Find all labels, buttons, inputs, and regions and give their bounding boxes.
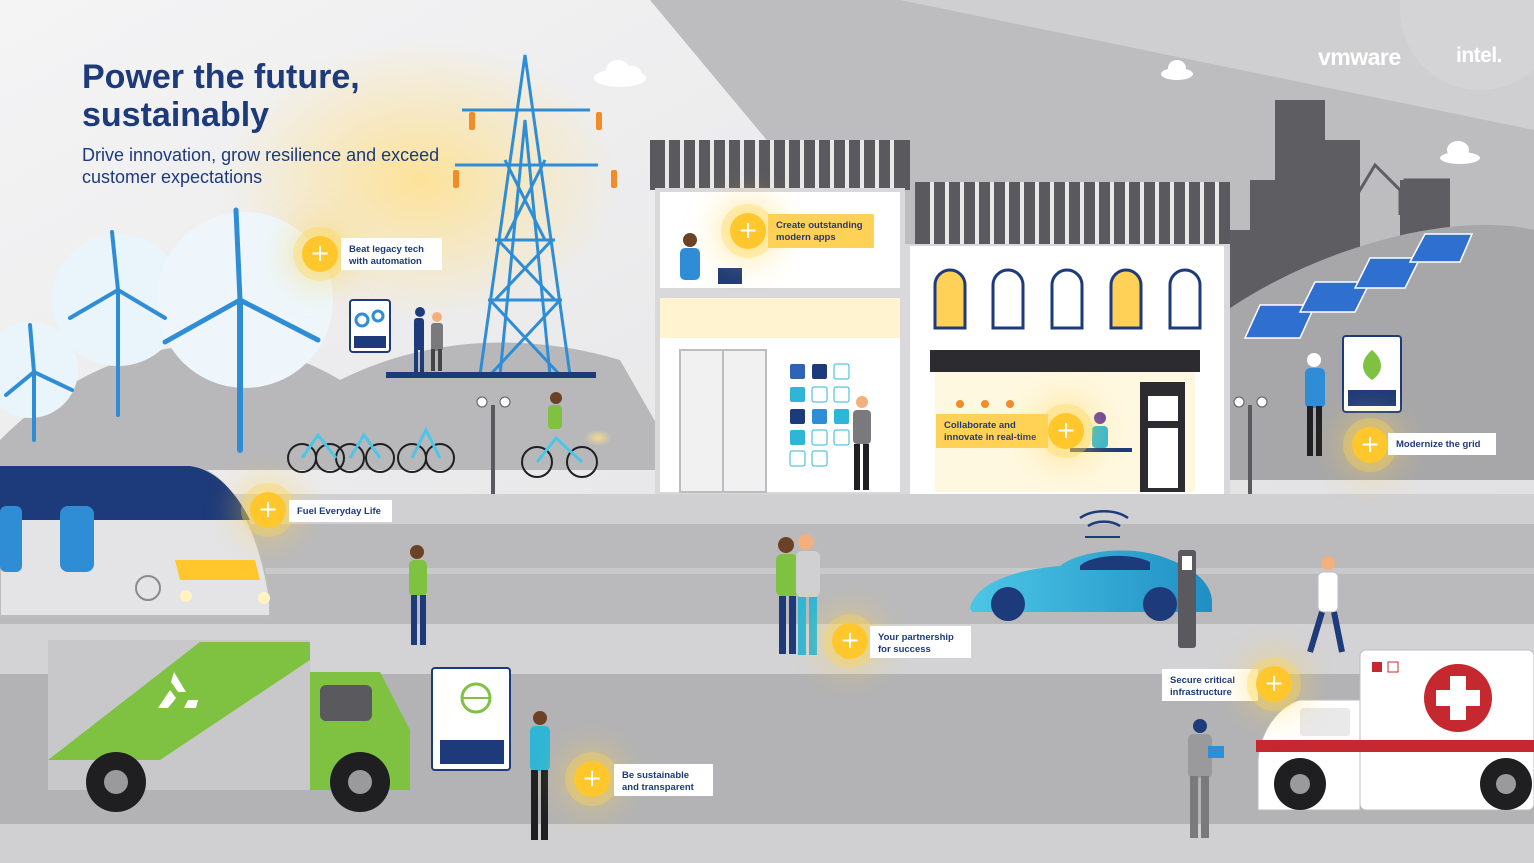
- cyclist: [521, 392, 612, 478]
- app-grid: [789, 363, 850, 467]
- automation-panel: [349, 299, 391, 353]
- callout-be-sustainable[interactable]: Be sustainable and transparent: [614, 764, 713, 796]
- workers-figures: [414, 307, 443, 372]
- callout-partnership[interactable]: Your partnership for success: [870, 626, 971, 658]
- couple-figures: [776, 534, 820, 655]
- electric-car: [970, 509, 1212, 648]
- wind-turbines: [0, 207, 333, 453]
- insulator: [453, 112, 617, 188]
- plus-icon[interactable]: +: [832, 623, 868, 659]
- bike-frames: [300, 426, 442, 459]
- vmware-logo: vmware: [1318, 44, 1401, 70]
- callout-secure-infrastructure[interactable]: Secure critical infrastructure: [1162, 669, 1258, 701]
- page-subtitle: Drive innovation, grow resilience and ex…: [82, 145, 440, 187]
- callout-beat-legacy[interactable]: Beat legacy tech with automation: [341, 238, 442, 270]
- plus-icon[interactable]: +: [302, 236, 338, 272]
- inspector-figure: [1188, 719, 1224, 838]
- intel-logo: intel.: [1456, 44, 1503, 67]
- callout-collaborate[interactable]: Collaborate and innovate in real-time: [936, 414, 1048, 448]
- shop-building: [905, 182, 1230, 498]
- road-marking: [0, 568, 1534, 574]
- developer-figure: [680, 233, 871, 490]
- walking-person: [1307, 556, 1345, 653]
- grid-kiosk: [1305, 335, 1402, 456]
- sidewalk: [0, 824, 1534, 863]
- house-outline: [1343, 162, 1402, 216]
- cloud-icon: [1440, 141, 1480, 164]
- plus-icon[interactable]: +: [574, 761, 610, 797]
- plus-icon[interactable]: +: [250, 492, 286, 528]
- recycling-truck: [48, 640, 410, 812]
- transmission-tower: [455, 54, 598, 377]
- cloud-icon: [594, 60, 646, 87]
- recycle-icon: [158, 672, 198, 708]
- platform: [386, 372, 596, 378]
- office-building: [650, 140, 910, 496]
- sustainability-kiosk: [431, 667, 550, 840]
- ambulance: [1256, 649, 1534, 811]
- callout-modernize-grid[interactable]: Modernize the grid: [1388, 433, 1496, 455]
- page-title: Power the future, sustainably: [82, 58, 360, 134]
- callout-create-apps[interactable]: Create outstanding modern apps: [768, 214, 874, 248]
- house-outline: [1403, 178, 1450, 215]
- cloud-icon: [1161, 60, 1193, 80]
- plus-icon[interactable]: +: [1048, 413, 1084, 449]
- sun-disc: [1400, 0, 1534, 90]
- solar-panels: [1243, 233, 1474, 339]
- sky-light: [900, 0, 1534, 130]
- train: [0, 465, 271, 617]
- callout-fuel-everyday-life[interactable]: Fuel Everyday Life: [289, 500, 392, 522]
- plus-icon[interactable]: +: [1352, 427, 1388, 463]
- plus-icon[interactable]: +: [1256, 666, 1292, 702]
- plus-icon[interactable]: +: [730, 213, 766, 249]
- pedestrian-woman: [409, 545, 427, 645]
